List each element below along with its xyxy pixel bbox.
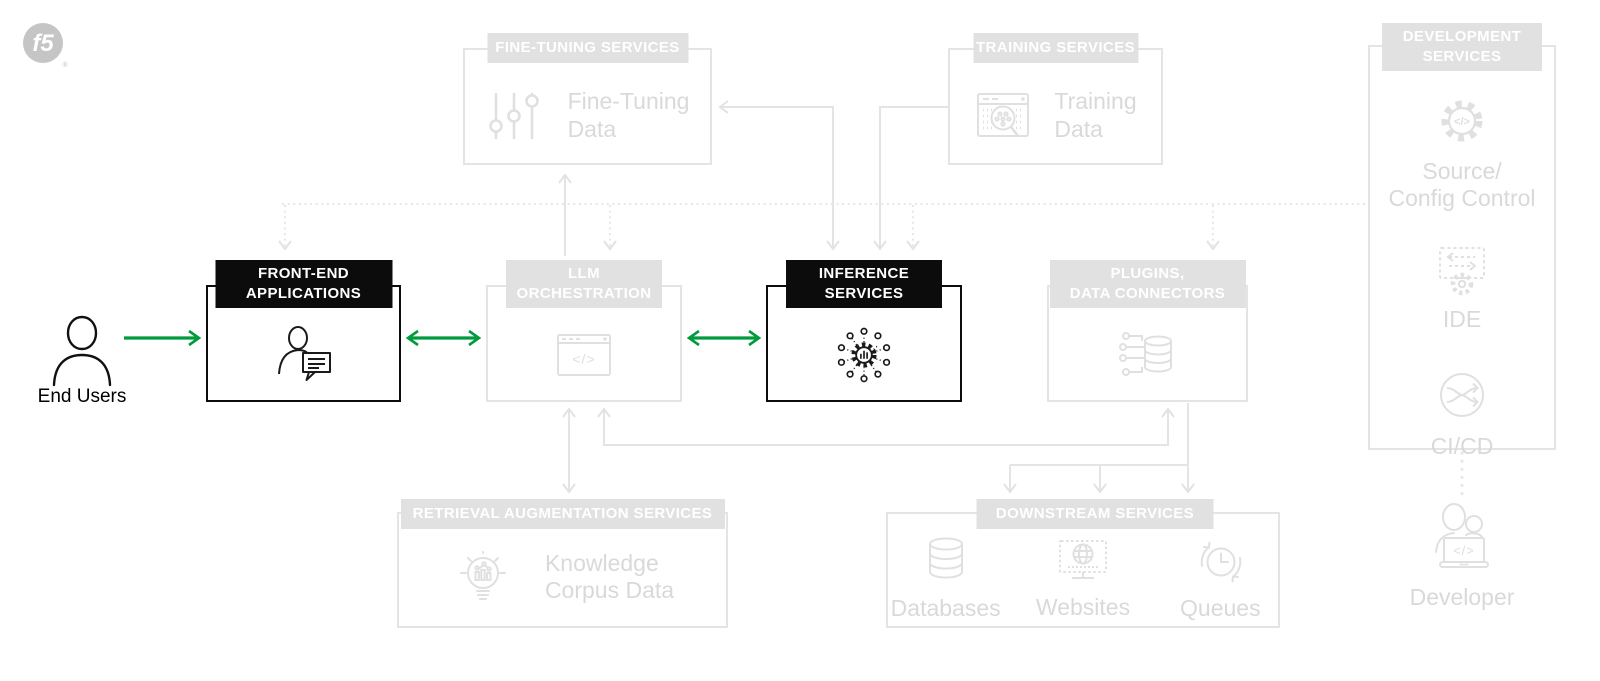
node-header: FRONT-END APPLICATIONS	[215, 260, 392, 308]
node-fine-tuning-services: FINE-TUNING SERVICES Fine-Tuning Data	[463, 33, 712, 165]
connector-training-to-inference	[873, 106, 948, 251]
developer-label: Developer	[1409, 584, 1515, 610]
node-inference-services: INFERENCE SERVICES	[766, 260, 962, 402]
node-development-services: DEVELOPMENT SERVICES </> Source/ Config …	[1368, 23, 1556, 459]
downstream-item-label: Websites	[1035, 593, 1131, 620]
code-glyph: </>	[1453, 543, 1475, 558]
node-header: TRAINING SERVICES	[973, 33, 1138, 63]
ai-gear-hub-icon	[837, 327, 891, 383]
node-header: FINE-TUNING SERVICES	[487, 33, 688, 63]
user-chat-icon	[277, 326, 331, 381]
end-users-label: End Users	[37, 386, 127, 407]
node-header: DOWNSTREAM SERVICES	[976, 499, 1214, 529]
browser-code-icon: </>	[557, 334, 611, 376]
f5-logo: f5 ®	[20, 20, 70, 75]
node-header: DEVELOPMENT SERVICES	[1382, 23, 1542, 71]
node-llm-orchestration: LLM ORCHESTRATION </>	[486, 260, 682, 402]
node-front-end-applications: FRONT-END APPLICATIONS	[206, 260, 401, 402]
node-header: INFERENCE SERVICES	[786, 260, 942, 308]
downstream-item-label: Databases	[890, 594, 1001, 621]
dev-item-label: CI/CD	[1430, 433, 1494, 459]
downstream-item-databases: Databases	[886, 535, 1005, 622]
data-connector-icon	[1118, 332, 1172, 376]
bulb-chart-icon	[459, 551, 506, 600]
website-icon	[1058, 539, 1107, 579]
cicd-icon	[1440, 373, 1484, 417]
node-header: PLUGINS, DATA CONNECTORS	[1049, 260, 1246, 308]
end-users-figure	[46, 303, 118, 396]
node-border	[397, 512, 728, 628]
f5-logo-ball	[23, 23, 63, 63]
dev-item-ide: IDE	[1432, 242, 1492, 333]
gear-code-icon: </>	[1441, 100, 1483, 142]
downstream-item-label: Queues	[1180, 594, 1261, 621]
person-icon	[52, 315, 112, 387]
ide-icon	[1439, 247, 1485, 296]
dev-item-label: IDE	[1442, 306, 1482, 332]
node-plugins-data-connectors: PLUGINS, DATA CONNECTORS	[1047, 260, 1248, 402]
developer-icon: </>	[1435, 503, 1489, 568]
data-table-search-icon	[977, 92, 1030, 137]
node-border	[886, 512, 1280, 628]
downstream-item-websites: Websites	[1023, 536, 1142, 621]
node-border	[463, 48, 712, 165]
connector-finetuning-inference	[718, 100, 840, 251]
node-label: Training Data	[1054, 88, 1137, 142]
registered-mark: ®	[62, 61, 68, 69]
node-header: LLM ORCHESTRATION	[506, 260, 662, 308]
downstream-item-queues: Queues	[1161, 535, 1280, 622]
developer-figure: </>	[1422, 502, 1502, 577]
dev-item-cicd: CI/CD	[1430, 365, 1494, 460]
node-label: Fine-Tuning Data	[567, 88, 690, 142]
node-header: RETRIEVAL AUGMENTATION SERVICES	[400, 499, 725, 529]
node-label: Knowledge Corpus Data	[544, 549, 675, 603]
node-training-services: TRAINING SERVICES Training Data	[948, 33, 1163, 165]
code-glyph: </>	[572, 351, 595, 367]
node-downstream-services: DOWNSTREAM SERVICES Databases	[886, 499, 1280, 628]
dev-item-label: Source/ Config Control	[1388, 158, 1536, 211]
database-icon	[928, 537, 963, 578]
sliders-icon	[488, 92, 539, 139]
connector-llm-plugins	[597, 407, 1175, 446]
code-glyph: </>	[1454, 116, 1470, 128]
dev-item-source-control: </> Source/ Config Control	[1388, 92, 1536, 212]
f5-logo-text: f5	[32, 30, 54, 57]
node-retrieval-augmentation-services: RETRIEVAL AUGMENTATION SERVICES Knowledg…	[397, 499, 728, 628]
queue-clock-icon	[1201, 541, 1242, 582]
